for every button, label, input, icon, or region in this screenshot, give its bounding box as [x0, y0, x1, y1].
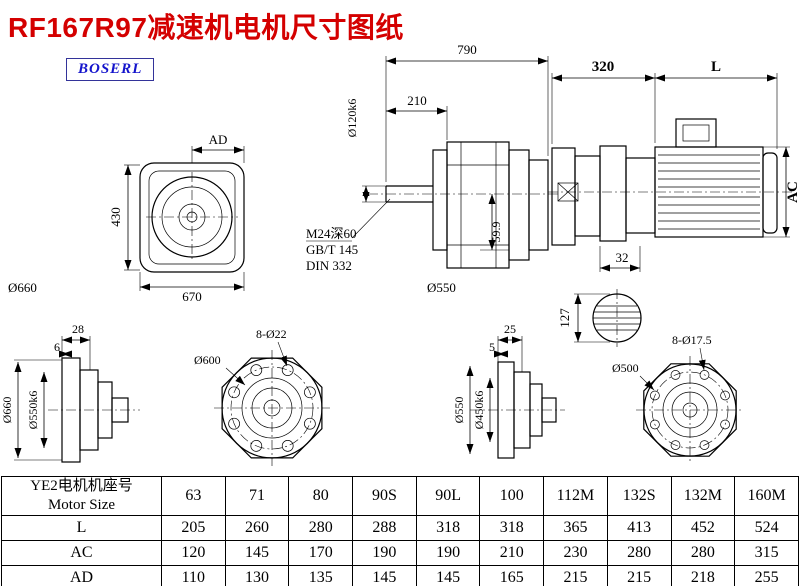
table-cell: 230 — [543, 539, 608, 566]
table-cell: 452 — [670, 514, 736, 541]
dim-gearcase-length-label: 320 — [592, 59, 615, 75]
table-header-row: YE2电机机座号 Motor Size 63 71 80 90S 90L 100… — [1, 476, 799, 516]
table-cell: 145 — [224, 539, 290, 566]
table-cell: 413 — [606, 514, 672, 541]
table-cell: 280 — [288, 514, 354, 541]
table-cell: 130 — [224, 564, 290, 586]
motor-size-header-cn: YE2电机机座号 — [30, 478, 133, 494]
dim-width-label: 670 — [182, 289, 202, 304]
motor-size-header: YE2电机机座号 Motor Size — [1, 476, 162, 516]
dim-flange1-thick-label: 28 — [72, 322, 84, 336]
table-cell: 110 — [161, 564, 226, 586]
size-column-header: 63 — [161, 476, 226, 516]
dim-flange2-step-label: 5 — [489, 340, 495, 354]
flange1-holes-label: 8-Ø22 — [256, 327, 287, 341]
table-cell: 280 — [670, 539, 736, 566]
table-cell: 170 — [288, 539, 354, 566]
dim-flange1-step-label: 6 — [54, 340, 60, 354]
side-flange-dia-label: Ø550 — [427, 280, 456, 295]
page-title: RF167R97减速机电机尺寸图纸 — [8, 12, 404, 43]
flange-side-view-1: 28 6 Ø660 Ø550k6 — [0, 322, 140, 463]
dim-flange2-thick-label: 25 — [504, 322, 516, 336]
dim-shaft-dia-label: Ø120k6 — [345, 99, 359, 138]
dim-flange1-spigot-label: Ø550k6 — [26, 391, 40, 430]
table-cell: 135 — [288, 564, 354, 586]
table-cell: 190 — [352, 539, 417, 566]
size-column-header: 90S — [352, 476, 417, 516]
thread-callout-label: M24深60 — [306, 226, 357, 241]
table-cell: 120 — [161, 539, 226, 566]
size-column-header: 132M — [670, 476, 736, 516]
dim-overall-length-label: 790 — [457, 42, 477, 57]
table-cell: 205 — [161, 514, 226, 541]
table-cell: 210 — [479, 539, 545, 566]
table-cell: 145 — [352, 564, 417, 586]
size-column-header: 80 — [288, 476, 354, 516]
technical-drawing: AD 430 670 Ø660 — [0, 42, 800, 466]
row-label: AD — [1, 564, 162, 586]
size-column-header: 160M — [734, 476, 799, 516]
table-cell: 255 — [734, 564, 799, 586]
motor-size-table: YE2电机机座号 Motor Size 63 71 80 90S 90L 100… — [1, 476, 799, 586]
table-cell: 215 — [606, 564, 672, 586]
dim-height-label: 430 — [108, 207, 123, 227]
table-cell: 318 — [415, 514, 481, 541]
table-cell: 215 — [543, 564, 608, 586]
dim-flange2-od-label: Ø550 — [452, 397, 466, 424]
flange-side-view-2: 25 5 Ø550 Ø450k6 — [452, 322, 565, 459]
size-column-header: 132S — [606, 476, 672, 516]
dim-shaft-height-label: 127 — [557, 308, 572, 328]
brand-logo: BOSERL — [66, 58, 155, 81]
size-column-header: 71 — [224, 476, 290, 516]
standard-din-label: DIN 332 — [306, 258, 352, 273]
dim-flange2-spigot-label: Ø450k6 — [472, 391, 486, 430]
dim-flange1-od-label: Ø660 — [0, 397, 14, 424]
table-cell: 165 — [479, 564, 545, 586]
table-row: AD 110 130 135 145 145 165 215 215 218 2… — [1, 564, 799, 586]
dim-motor-dia-label: AC — [785, 181, 800, 203]
size-column-header: 112M — [543, 476, 608, 516]
table-cell: 280 — [606, 539, 672, 566]
row-label: AC — [1, 539, 162, 566]
motor-size-header-en: Motor Size — [47, 496, 116, 513]
table-cell: 524 — [734, 514, 799, 541]
front-flange-dia-label: Ø660 — [8, 280, 37, 295]
table-row: AC 120 145 170 190 190 210 230 280 280 3… — [1, 539, 799, 566]
dim-ad-label: AD — [209, 132, 228, 147]
table-cell: 190 — [415, 539, 481, 566]
row-label: L — [1, 514, 162, 541]
table-cell: 318 — [479, 514, 545, 541]
table-cell: 315 — [734, 539, 799, 566]
flange-face-view-2: Ø500 8-Ø17.5 — [612, 333, 744, 464]
table-row: L 205 260 280 288 318 318 365 413 452 52… — [1, 514, 799, 541]
flange2-bolt-circle-label: Ø500 — [612, 361, 639, 375]
table-cell: 260 — [224, 514, 290, 541]
dim-key-width-label: 32 — [616, 250, 629, 265]
flange-face-view-1: Ø600 8-Ø22 — [194, 327, 330, 466]
flange1-bolt-circle-label: Ø600 — [194, 353, 221, 367]
gearbox-front-view: AD 430 670 Ø660 — [8, 132, 245, 304]
size-column-header: 100 — [479, 476, 545, 516]
gearbox-side-view: 790 210 Ø120k6 M24深60 GB/T 145 DIN 332 5… — [306, 42, 558, 295]
dim-shaft-length-label: 210 — [407, 93, 427, 108]
motor-view: 320 L AC 32 127 — [548, 59, 800, 347]
flange2-holes-label: 8-Ø17.5 — [672, 333, 712, 347]
table-cell: 288 — [352, 514, 417, 541]
table-cell: 145 — [415, 564, 481, 586]
size-column-header: 90L — [415, 476, 481, 516]
table-cell: 218 — [670, 564, 736, 586]
dim-center-height-label: 59.9 — [489, 222, 503, 243]
table-cell: 365 — [543, 514, 608, 541]
standard-gbt-label: GB/T 145 — [306, 242, 358, 257]
dim-motor-length-label: L — [711, 59, 721, 75]
